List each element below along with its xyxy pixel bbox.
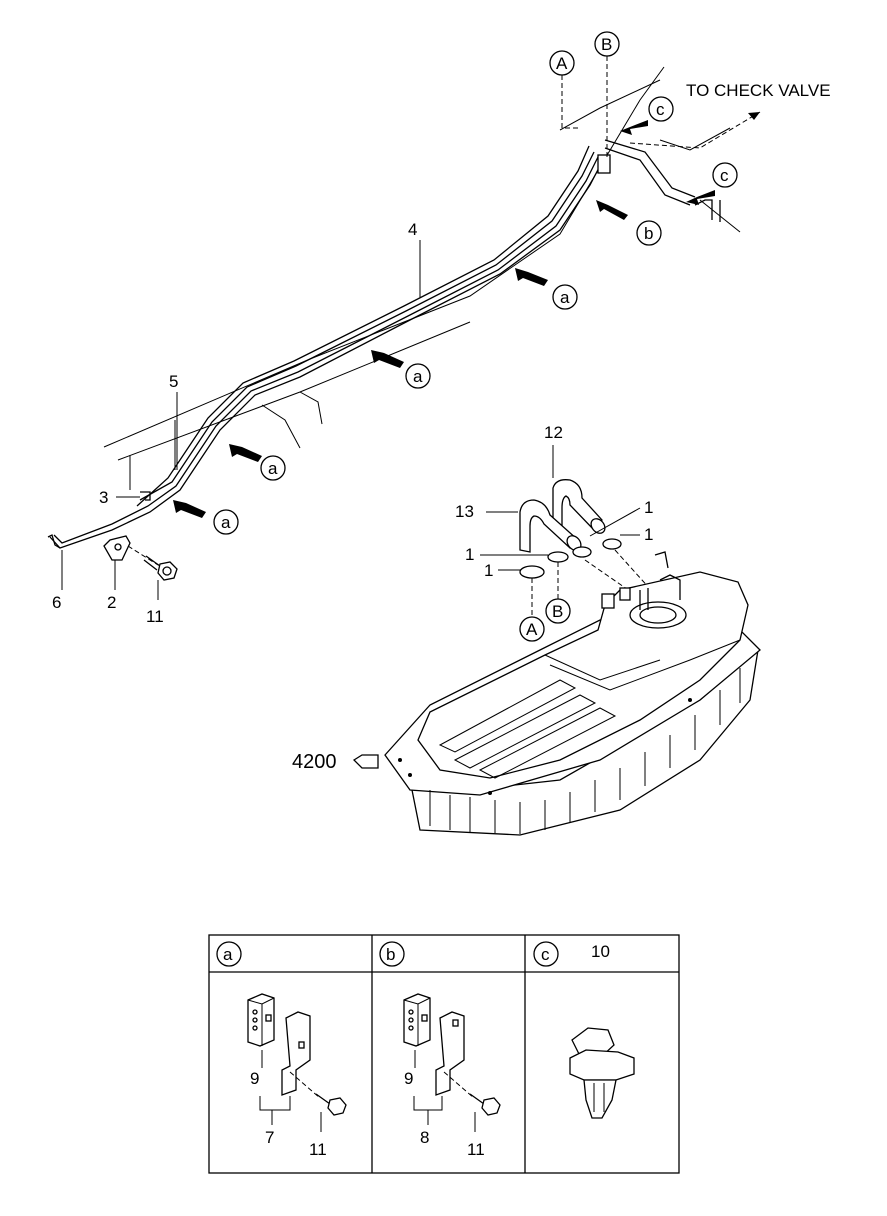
svg-text:b: b: [386, 945, 395, 964]
svg-text:a: a: [223, 945, 233, 964]
arrowhead-icon: [748, 112, 760, 120]
svg-text:8: 8: [420, 1128, 429, 1147]
part-2-bracket: 2: [103, 535, 131, 612]
svg-text:B: B: [601, 35, 612, 54]
svg-text:a: a: [268, 459, 278, 478]
svg-text:11: 11: [467, 1140, 485, 1159]
ref-4200: 4200: [292, 751, 379, 773]
svg-text:4200: 4200: [292, 751, 337, 773]
callout-A-bottom: A: [519, 578, 545, 642]
svg-text:2: 2: [107, 593, 116, 612]
svg-text:b: b: [644, 224, 653, 243]
part-11-bolt: 11: [127, 545, 178, 626]
part-3-clip: 3: [99, 488, 151, 507]
callout-b-1: b: [636, 220, 662, 246]
svg-text:9: 9: [404, 1069, 413, 1088]
callout-c-1: c: [648, 96, 674, 122]
vehicle-body-outline: [103, 66, 741, 490]
part-label-4: 4: [408, 220, 417, 239]
svg-text:3: 3: [99, 488, 108, 507]
callout-a-1: a: [552, 284, 578, 310]
check-valve-note: TO CHECK VALVE: [686, 81, 831, 100]
svg-text:c: c: [720, 166, 729, 185]
part-label-5: 5: [169, 372, 178, 391]
svg-text:a: a: [413, 367, 423, 386]
callout-B-top: B: [594, 31, 620, 160]
svg-text:1: 1: [484, 561, 493, 580]
svg-text:A: A: [526, 620, 538, 639]
clamps: 1 1 1 1: [465, 498, 653, 580]
callout-a-2: a: [405, 363, 431, 389]
svg-text:13: 13: [455, 502, 474, 521]
svg-text:1: 1: [644, 525, 653, 544]
legend-cell-c: c 10: [533, 941, 635, 1119]
fuel-tank: [384, 551, 761, 836]
legend-cell-b: b 9 8 11: [379, 941, 501, 1159]
check-valve-dashed-line: [629, 111, 761, 149]
hose-13: 13: [455, 499, 582, 553]
svg-text:9: 9: [250, 1069, 259, 1088]
svg-text:11: 11: [146, 607, 164, 626]
svg-text:12: 12: [544, 423, 563, 442]
svg-text:A: A: [556, 54, 568, 73]
svg-text:a: a: [221, 513, 231, 532]
svg-text:7: 7: [265, 1128, 274, 1147]
fuel-line-bundle: [47, 139, 721, 549]
svg-text:a: a: [560, 288, 570, 307]
callout-A-top: A: [549, 50, 580, 129]
svg-text:c: c: [656, 100, 665, 119]
svg-text:11: 11: [309, 1140, 327, 1159]
callout-c-2: c: [712, 162, 738, 188]
callout-a-3: a: [260, 455, 286, 481]
svg-text:10: 10: [591, 942, 610, 961]
svg-text:1: 1: [644, 498, 653, 517]
svg-text:c: c: [541, 945, 550, 964]
hose-12: 12: [544, 423, 606, 534]
svg-text:1: 1: [465, 545, 474, 564]
arrow-icons: [173, 120, 715, 518]
part-label-6: 6: [52, 593, 61, 612]
svg-text:B: B: [552, 602, 563, 621]
callout-B-bottom: B: [545, 562, 571, 624]
callout-a-4: a: [213, 509, 239, 535]
legend-cell-a: a 9 7 11: [216, 941, 347, 1159]
